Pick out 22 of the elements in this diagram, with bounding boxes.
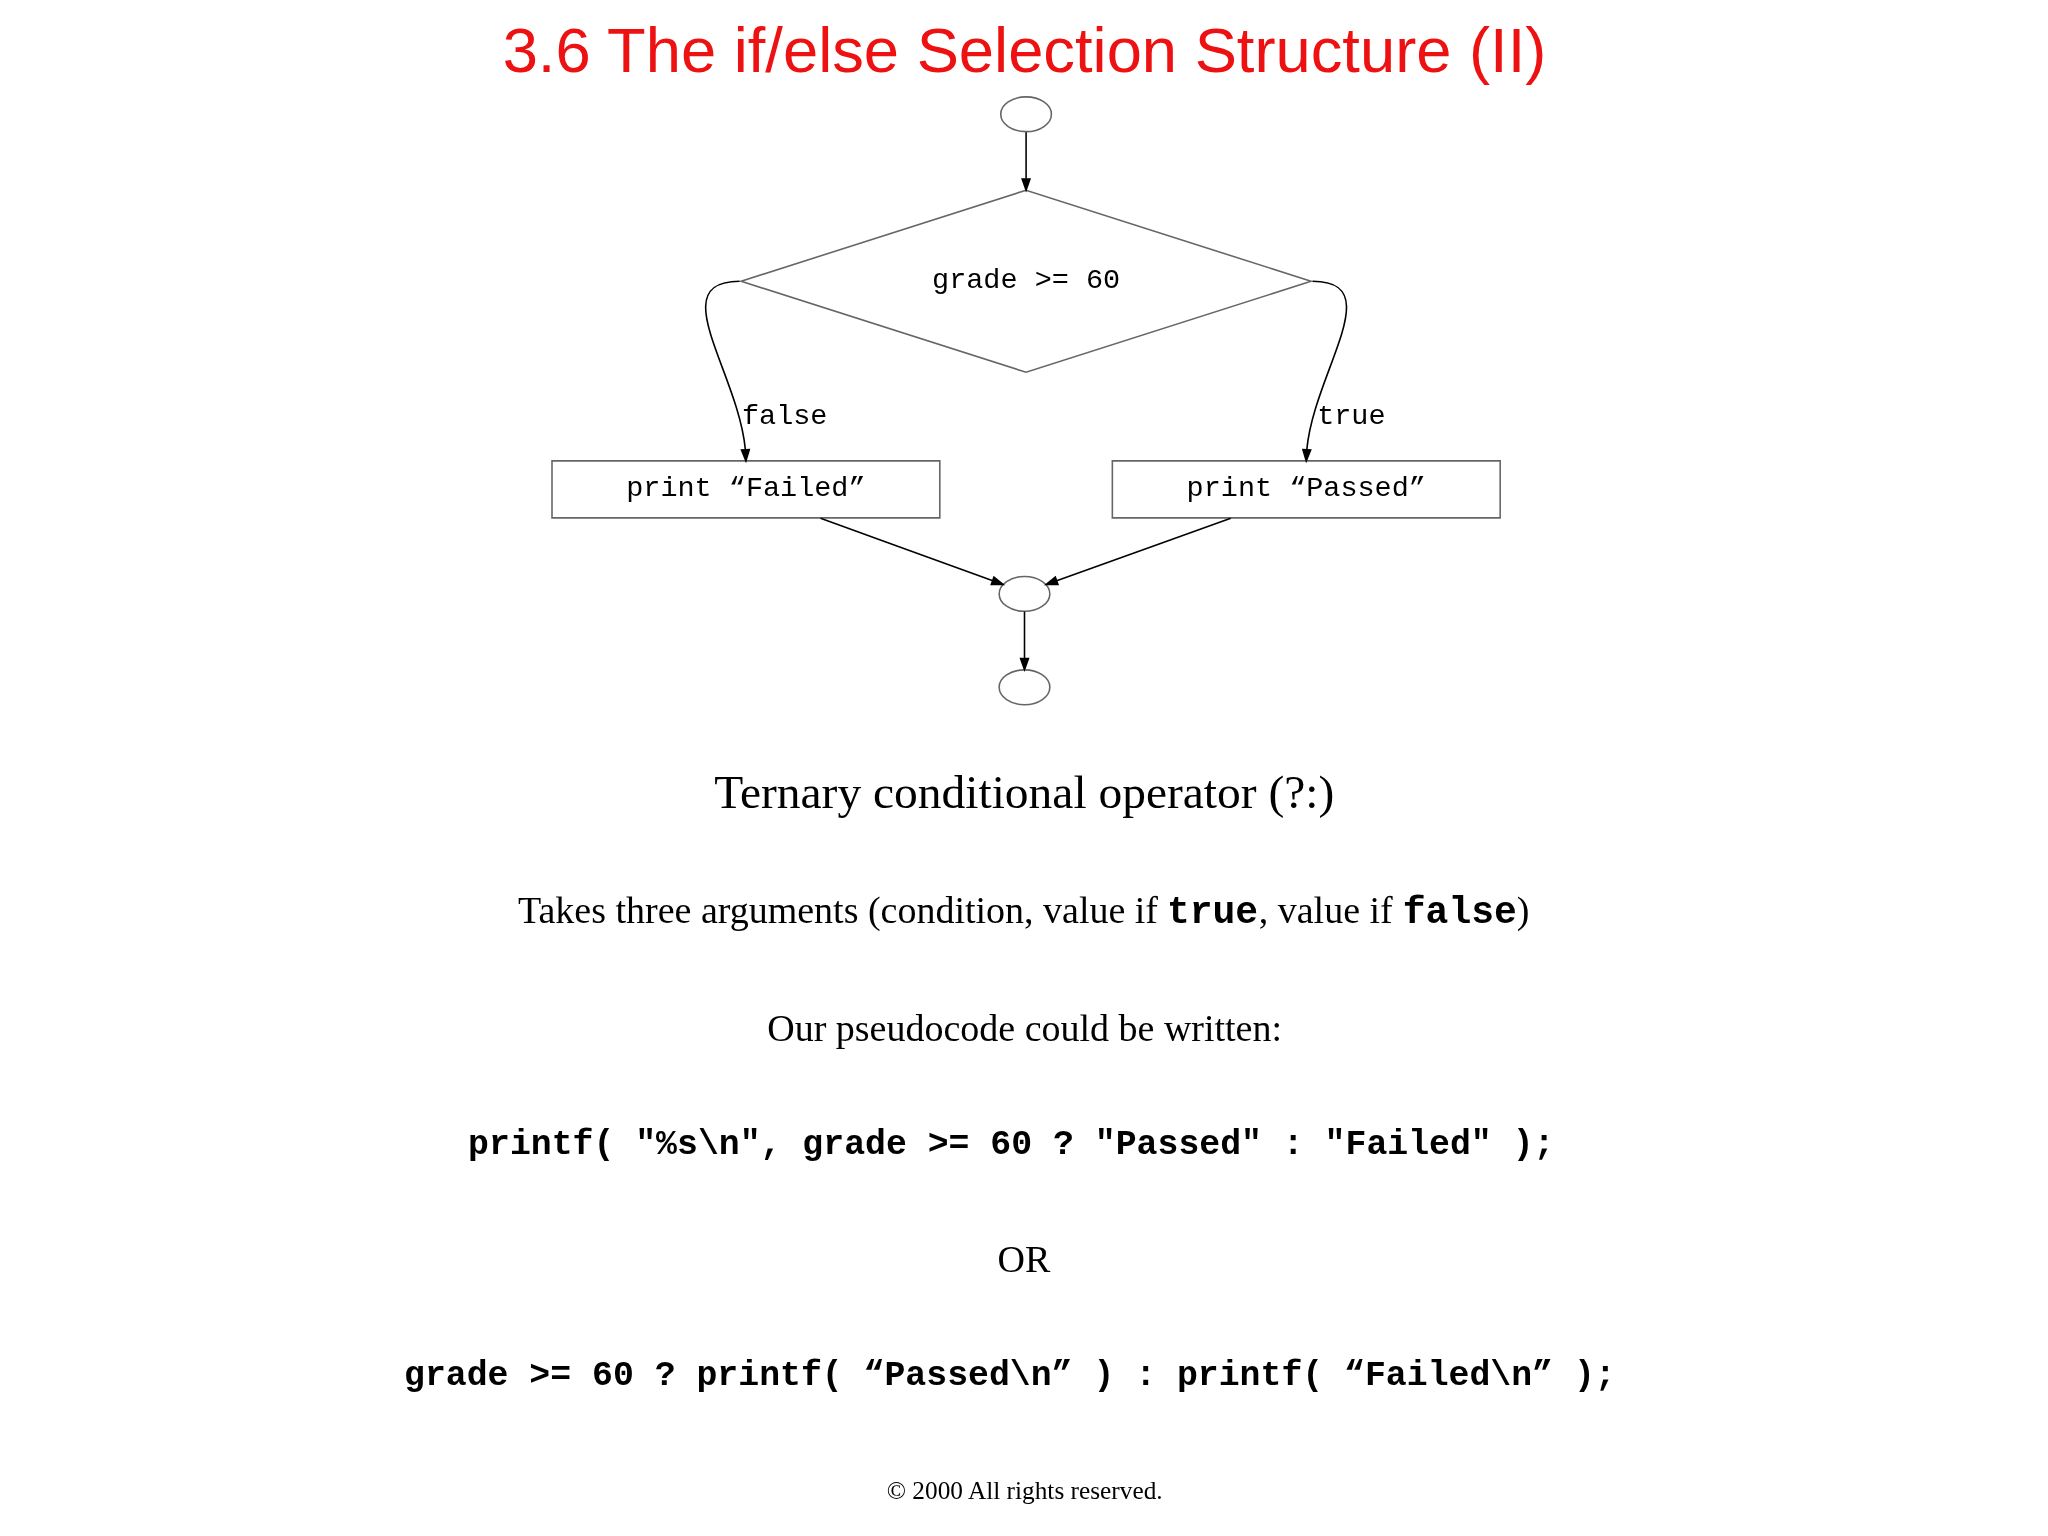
arrow bbox=[704, 280, 750, 464]
arrow bbox=[1020, 131, 1031, 193]
label: grade >= 60 ? printf( “Passed\n” ) : printf( “Failed\n” ); bbox=[403, 1355, 1616, 1395]
node-circle bbox=[997, 669, 1051, 706]
node-circle bbox=[997, 575, 1051, 613]
node-circle bbox=[999, 96, 1052, 133]
node-diamond: grade >= 60 bbox=[738, 189, 1314, 374]
node-box: print “Failed” bbox=[550, 460, 941, 519]
arrow bbox=[1301, 280, 1347, 464]
label: OR bbox=[997, 1237, 1050, 1280]
arrow bbox=[1019, 610, 1029, 673]
label: © 2000 All rights reserved. bbox=[886, 1475, 1163, 1504]
arrow bbox=[819, 517, 1005, 586]
label: printf( "%s\n", grade >= 60 ? "Passed" : "Failed" ); bbox=[467, 1124, 1554, 1164]
node-box: print “Passed” bbox=[1111, 460, 1501, 519]
diagram-title: 3.6 The if/else Selection Structure (II) bbox=[502, 14, 1546, 85]
label: Our pseudocode could be written: bbox=[766, 1006, 1282, 1049]
arrow bbox=[1043, 517, 1232, 586]
label: Takes three arguments (condition, value if true, value if false) bbox=[517, 889, 1529, 935]
edge-label: true bbox=[1316, 399, 1386, 433]
label: Ternary conditional operator (?:) bbox=[713, 765, 1334, 818]
edge-label: false bbox=[741, 399, 827, 433]
